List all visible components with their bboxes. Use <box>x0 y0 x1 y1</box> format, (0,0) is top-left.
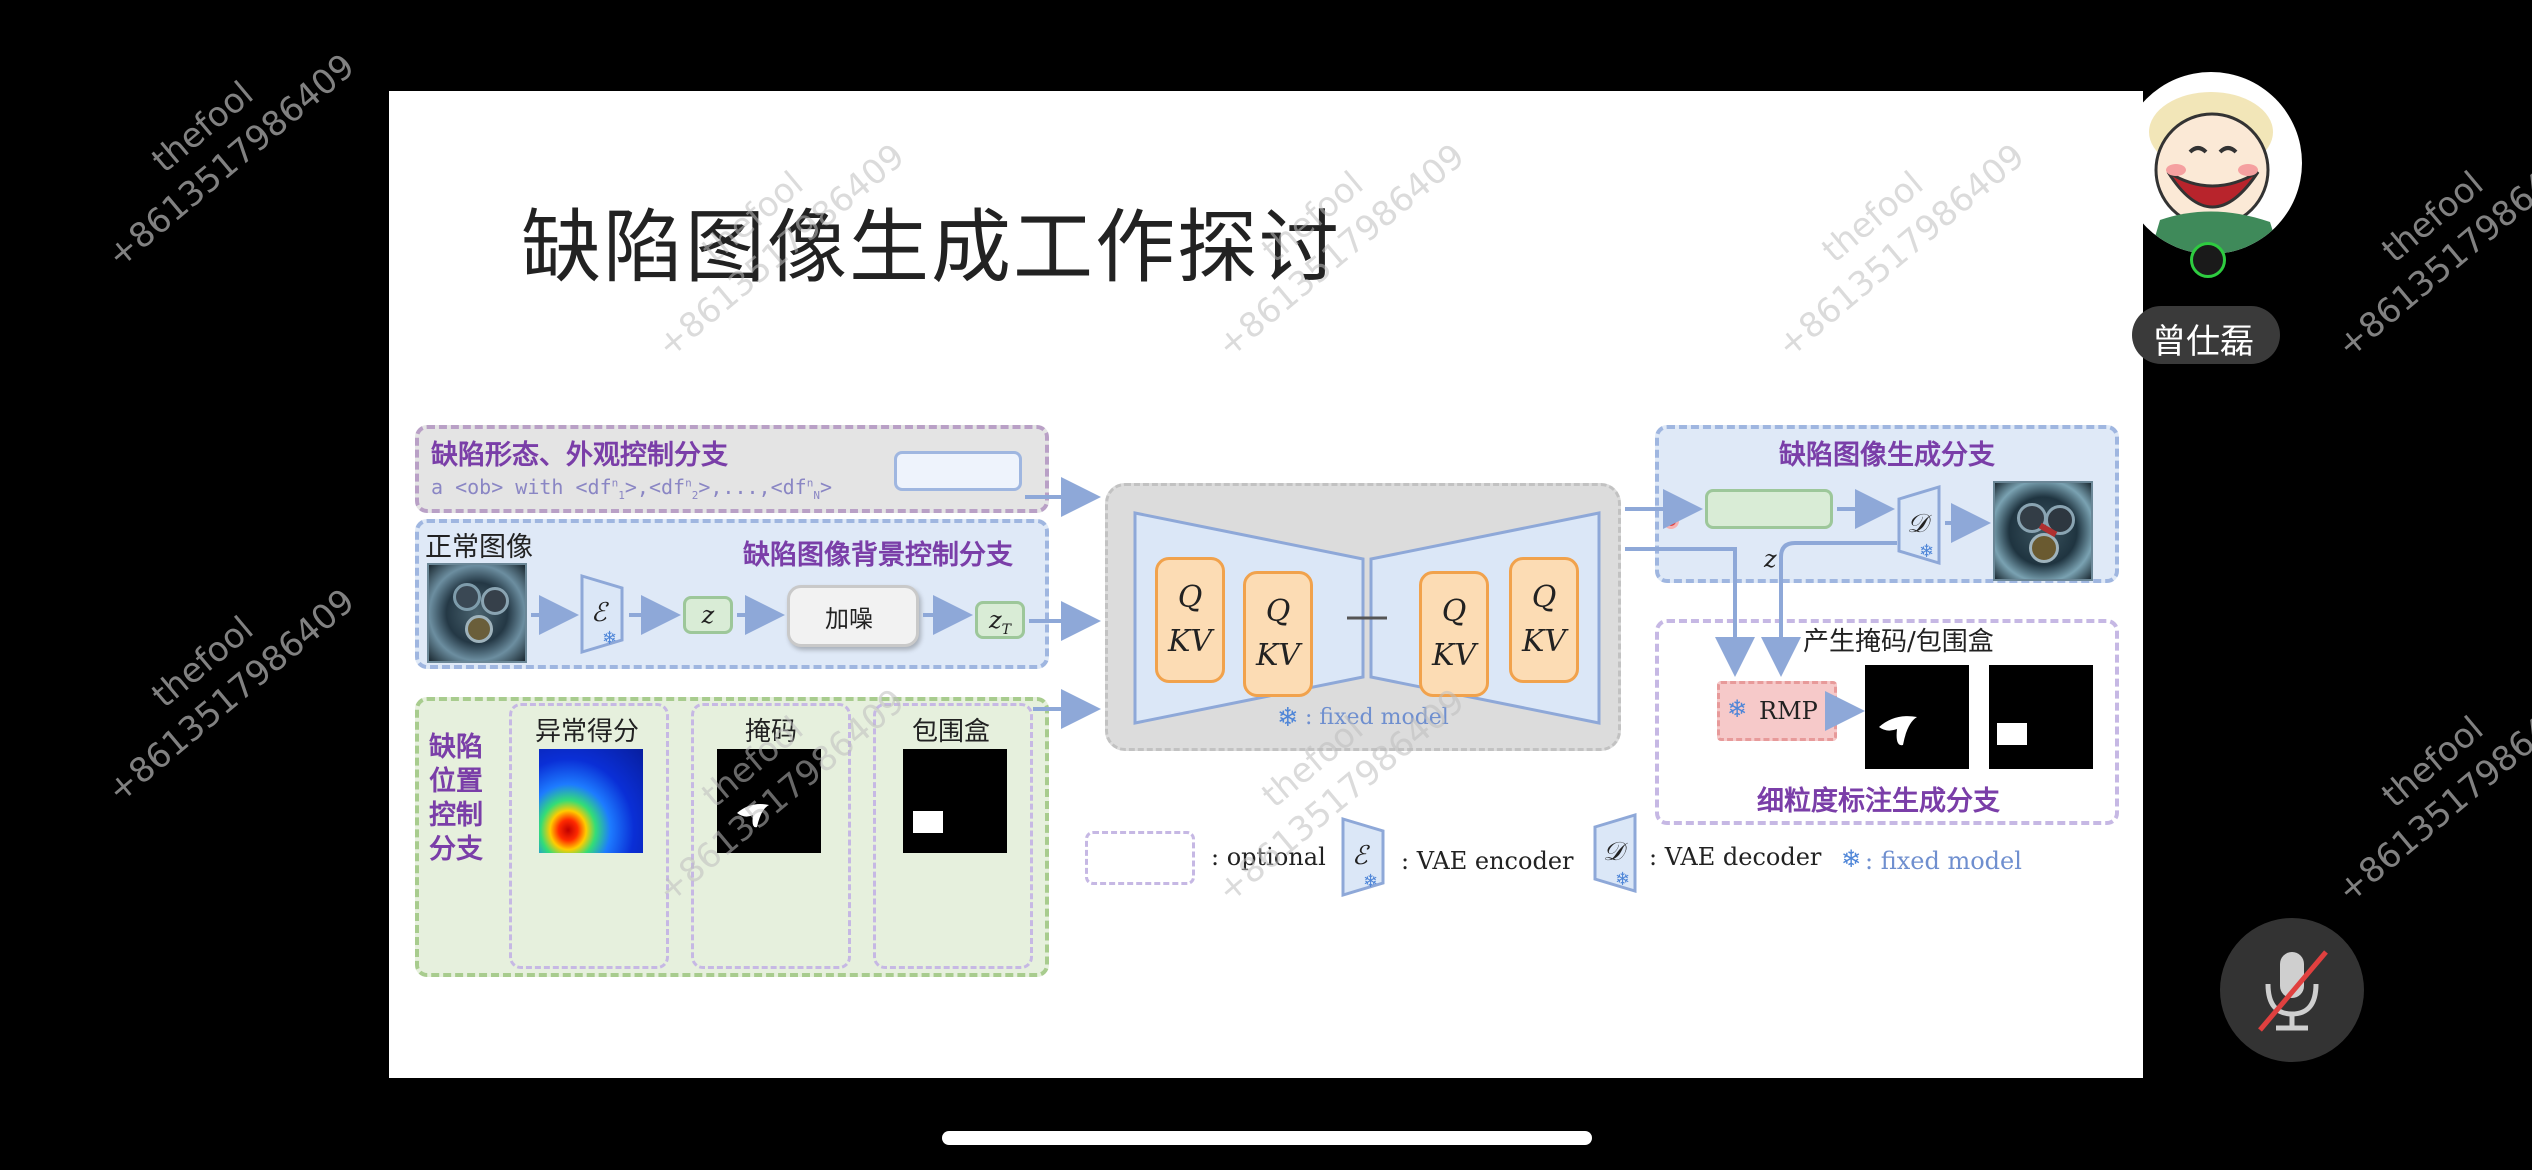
legend-optional-box <box>1085 831 1195 885</box>
legend-decoder-icon: 𝒟 ❄ <box>1593 813 1637 893</box>
anomaly-heatmap-image <box>539 749 643 853</box>
text-embedding-box <box>894 451 1022 491</box>
mic-off-icon <box>2258 950 2328 1032</box>
vae-encoder-icon: ℰ ❄ <box>580 574 624 654</box>
participant-name: 曾仕磊 <box>2152 322 2254 362</box>
position-branch-title-1: 缺陷 <box>429 732 483 763</box>
mask-label: 掩码 <box>745 717 798 747</box>
legend-encoder-icon: ℰ ❄ <box>1341 817 1385 897</box>
legend-decoder-label: : VAE decoder <box>1649 843 1822 871</box>
appearance-prompt: a <ob> with <dfn1>,<dfn2>,...,<dfnN> <box>431 475 833 502</box>
svg-text:❄: ❄ <box>602 628 617 649</box>
shared-slide: 缺陷图像生成工作探讨 缺陷形态、外观控制分支 a <ob> with <dfn1… <box>389 91 2143 1078</box>
watermark: thefool+8613517986409 <box>2329 136 2532 366</box>
legend-encoder-label: : VAE encoder <box>1401 847 1574 875</box>
defect-cable-image <box>1993 481 2093 581</box>
generation-branch-title: 缺陷图像生成分支 <box>1779 440 1995 471</box>
annotation-branch-title: 细粒度标注生成分支 <box>1757 786 2000 817</box>
legend-optional-label: : optional <box>1211 843 1326 871</box>
position-branch-title-4: 分支 <box>429 834 483 865</box>
mute-button[interactable] <box>2220 918 2364 1062</box>
anomaly-score-label: 异常得分 <box>535 717 640 747</box>
svg-text:ℰ: ℰ <box>1352 841 1370 871</box>
vae-decoder-icon: 𝒟 ❄ <box>1897 485 1941 565</box>
rmp-box <box>1717 681 1837 741</box>
normal-cable-image <box>427 563 527 663</box>
svg-text:❄: ❄ <box>1363 871 1378 892</box>
legend-snowflake-icon: ❄ <box>1841 845 1862 873</box>
snowflake-icon: ❄ <box>1277 703 1299 733</box>
normal-image-label: 正常图像 <box>425 532 533 563</box>
home-indicator[interactable] <box>942 1131 1592 1145</box>
bbox-label: 包围盒 <box>912 717 991 747</box>
legend-fixed-label: : fixed model <box>1865 847 2022 875</box>
red-dot-icon <box>1663 513 1679 529</box>
background-branch-title: 缺陷图像背景控制分支 <box>743 540 1013 571</box>
denoised-latent-box <box>1705 489 1833 529</box>
bbox-image <box>903 749 1007 853</box>
participant-name-badge <box>2132 306 2280 364</box>
svg-text:ℰ: ℰ <box>591 598 609 628</box>
add-noise-label: 加噪 <box>825 605 873 633</box>
add-noise-box <box>787 585 919 647</box>
watermark: thefool+8613517986409 <box>99 581 363 811</box>
rmp-label: RMP <box>1759 697 1818 725</box>
svg-text:❄: ❄ <box>1615 869 1630 890</box>
position-branch-title-2: 位置 <box>429 766 483 797</box>
mic-on-icon <box>2190 242 2226 278</box>
latent-zt-box: zT <box>975 601 1025 639</box>
watermark: thefool+8613517986409 <box>2329 681 2532 911</box>
appearance-branch-title: 缺陷形态、外观控制分支 <box>431 440 728 471</box>
svg-text:❄: ❄ <box>1919 541 1934 562</box>
bbox-panel <box>873 703 1033 969</box>
anomaly-score-panel <box>509 703 669 969</box>
generated-bbox-image <box>1989 665 2093 769</box>
watermark: thefool+8613517986409 <box>99 46 363 276</box>
generated-mask-image <box>1865 665 1969 769</box>
generation-z-label: z <box>1764 545 1777 573</box>
latent-z-box: z <box>683 596 733 634</box>
mask-panel <box>691 703 851 969</box>
rmp-snowflake-icon: ❄ <box>1727 695 1748 723</box>
unet-fixed-label: : fixed model <box>1305 705 1449 730</box>
mask-bbox-title: 产生掩码/包围盒 <box>1803 627 1994 657</box>
position-branch-title-3: 控制 <box>429 800 483 831</box>
participant-avatar[interactable] <box>2120 72 2302 254</box>
slide-title: 缺陷图像生成工作探讨 <box>521 201 1341 294</box>
mask-image <box>717 749 821 853</box>
